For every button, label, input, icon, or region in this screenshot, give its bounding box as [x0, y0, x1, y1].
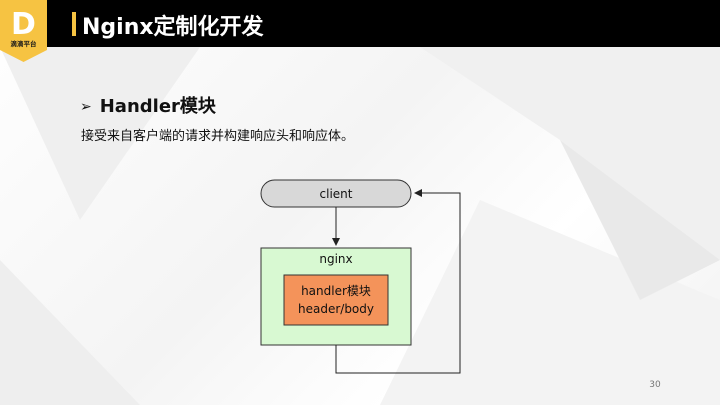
arrow-bullet-icon: ➢ [80, 99, 92, 115]
header-bar [0, 0, 720, 47]
nginx-label: nginx [319, 252, 352, 266]
title-accent-bar [72, 12, 76, 36]
section-heading: ➢ Handler模块 [80, 92, 216, 118]
description-text: 接受来自客户端的请求并构建响应头和响应体。 [81, 129, 355, 144]
response-arrow [335, 189, 461, 374]
svg-text:D: D [11, 7, 36, 42]
handler-diagram: client nginx handler模块 header/body [260, 179, 461, 374]
logo: D 滴滴平台 [0, 0, 47, 62]
logo-badge-icon: D [0, 0, 47, 62]
handler-node [283, 274, 389, 326]
handler-label-line1: handler模块 [301, 284, 371, 298]
section-heading-text: Handler模块 [99, 96, 216, 117]
logo-text: 滴滴平台 [10, 40, 37, 48]
page-number: 30 [649, 380, 661, 390]
page-title: Nginx定制化开发 [82, 15, 264, 40]
handler-label-line2: header/body [298, 302, 374, 316]
client-label: client [320, 187, 353, 201]
